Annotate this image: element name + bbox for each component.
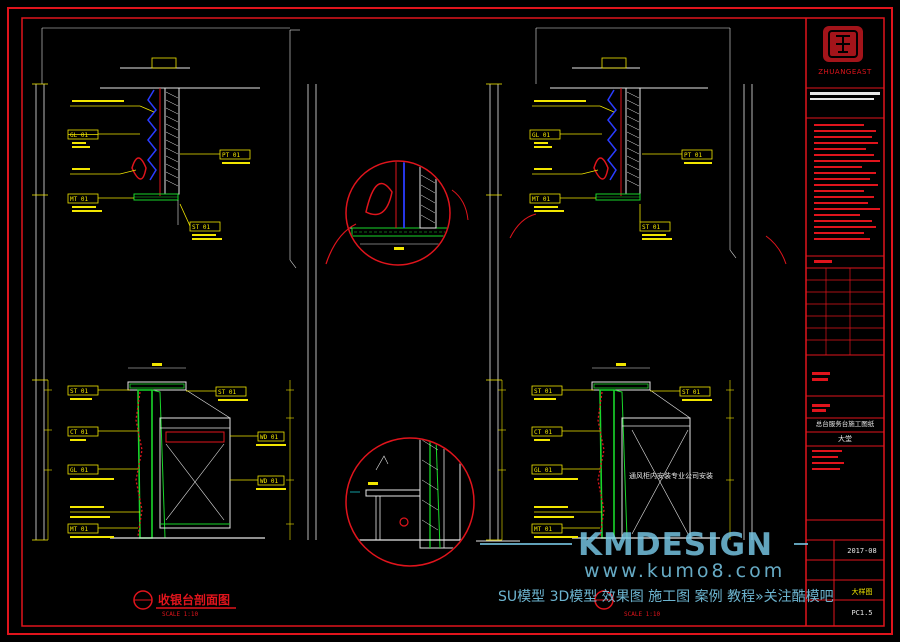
- title-block-floor: 大堂: [838, 434, 852, 443]
- sheet-outer-frame: [7, 7, 893, 635]
- right-tag-gl01-b: GL 01: [534, 467, 552, 474]
- right-tag-st01: ST 01: [534, 388, 552, 395]
- title-block-sheet-name: 大样图: [852, 587, 873, 596]
- title-block-text-lines: [810, 92, 880, 100]
- title-block-notes: [812, 124, 880, 470]
- right-tag-gl01: GL 01: [532, 132, 550, 139]
- center-detail-top: [325, 160, 469, 266]
- left-tag-gl01-b: GL 01: [70, 467, 88, 474]
- company-name: ZHUANGEAST: [818, 68, 872, 76]
- title-block: [805, 18, 884, 626]
- left-tag-gl01: GL 01: [70, 132, 88, 139]
- left-tag-wd01: WD 01: [260, 434, 278, 441]
- right-tag-mt01: MT 01: [532, 196, 550, 203]
- left-tag-pt01: PT 01: [222, 152, 240, 159]
- left-tag-wd01-b: WD 01: [260, 478, 278, 485]
- left-tag-st01-top: ST 01: [192, 224, 210, 231]
- company-seal-logo: [823, 26, 863, 62]
- right-view: GL 01 PT 01 MT 01 ST 01 通风柜内安装专业公司安装 S: [486, 27, 787, 618]
- center-detail-bottom: [345, 437, 520, 567]
- left-tag-mt01: MT 01: [70, 196, 88, 203]
- left-tag-st01-b: ST 01: [218, 389, 236, 396]
- left-section-title: 收银台剖面图: [158, 592, 230, 607]
- sheet-inner-frame: [21, 17, 885, 627]
- title-block-sheet-no: PC1.5: [851, 609, 872, 617]
- right-tag-st01-b: ST 01: [682, 389, 700, 396]
- left-tag-st01: ST 01: [70, 388, 88, 395]
- left-section-scale: SCALE 1:10: [162, 611, 199, 618]
- right-tag-mt01-b: MT 01: [534, 526, 552, 533]
- left-tag-mt01-b: MT 01: [70, 526, 88, 533]
- title-block-drawing-title: 总台服务台施工图纸: [816, 419, 875, 428]
- left-tag-ct01: CT 01: [70, 429, 88, 436]
- title-block-date: 2017-08: [847, 547, 877, 555]
- left-view: GL 01 PT 01 MT 01 ST 01: [32, 27, 317, 618]
- right-section-scale: SCALE 1:10: [624, 611, 661, 618]
- right-tag-st01-top: ST 01: [642, 224, 660, 231]
- right-view-note: 通风柜内安装专业公司安装: [629, 471, 713, 480]
- right-tag-pt01: PT 01: [684, 152, 702, 159]
- right-tag-ct01: CT 01: [534, 429, 552, 436]
